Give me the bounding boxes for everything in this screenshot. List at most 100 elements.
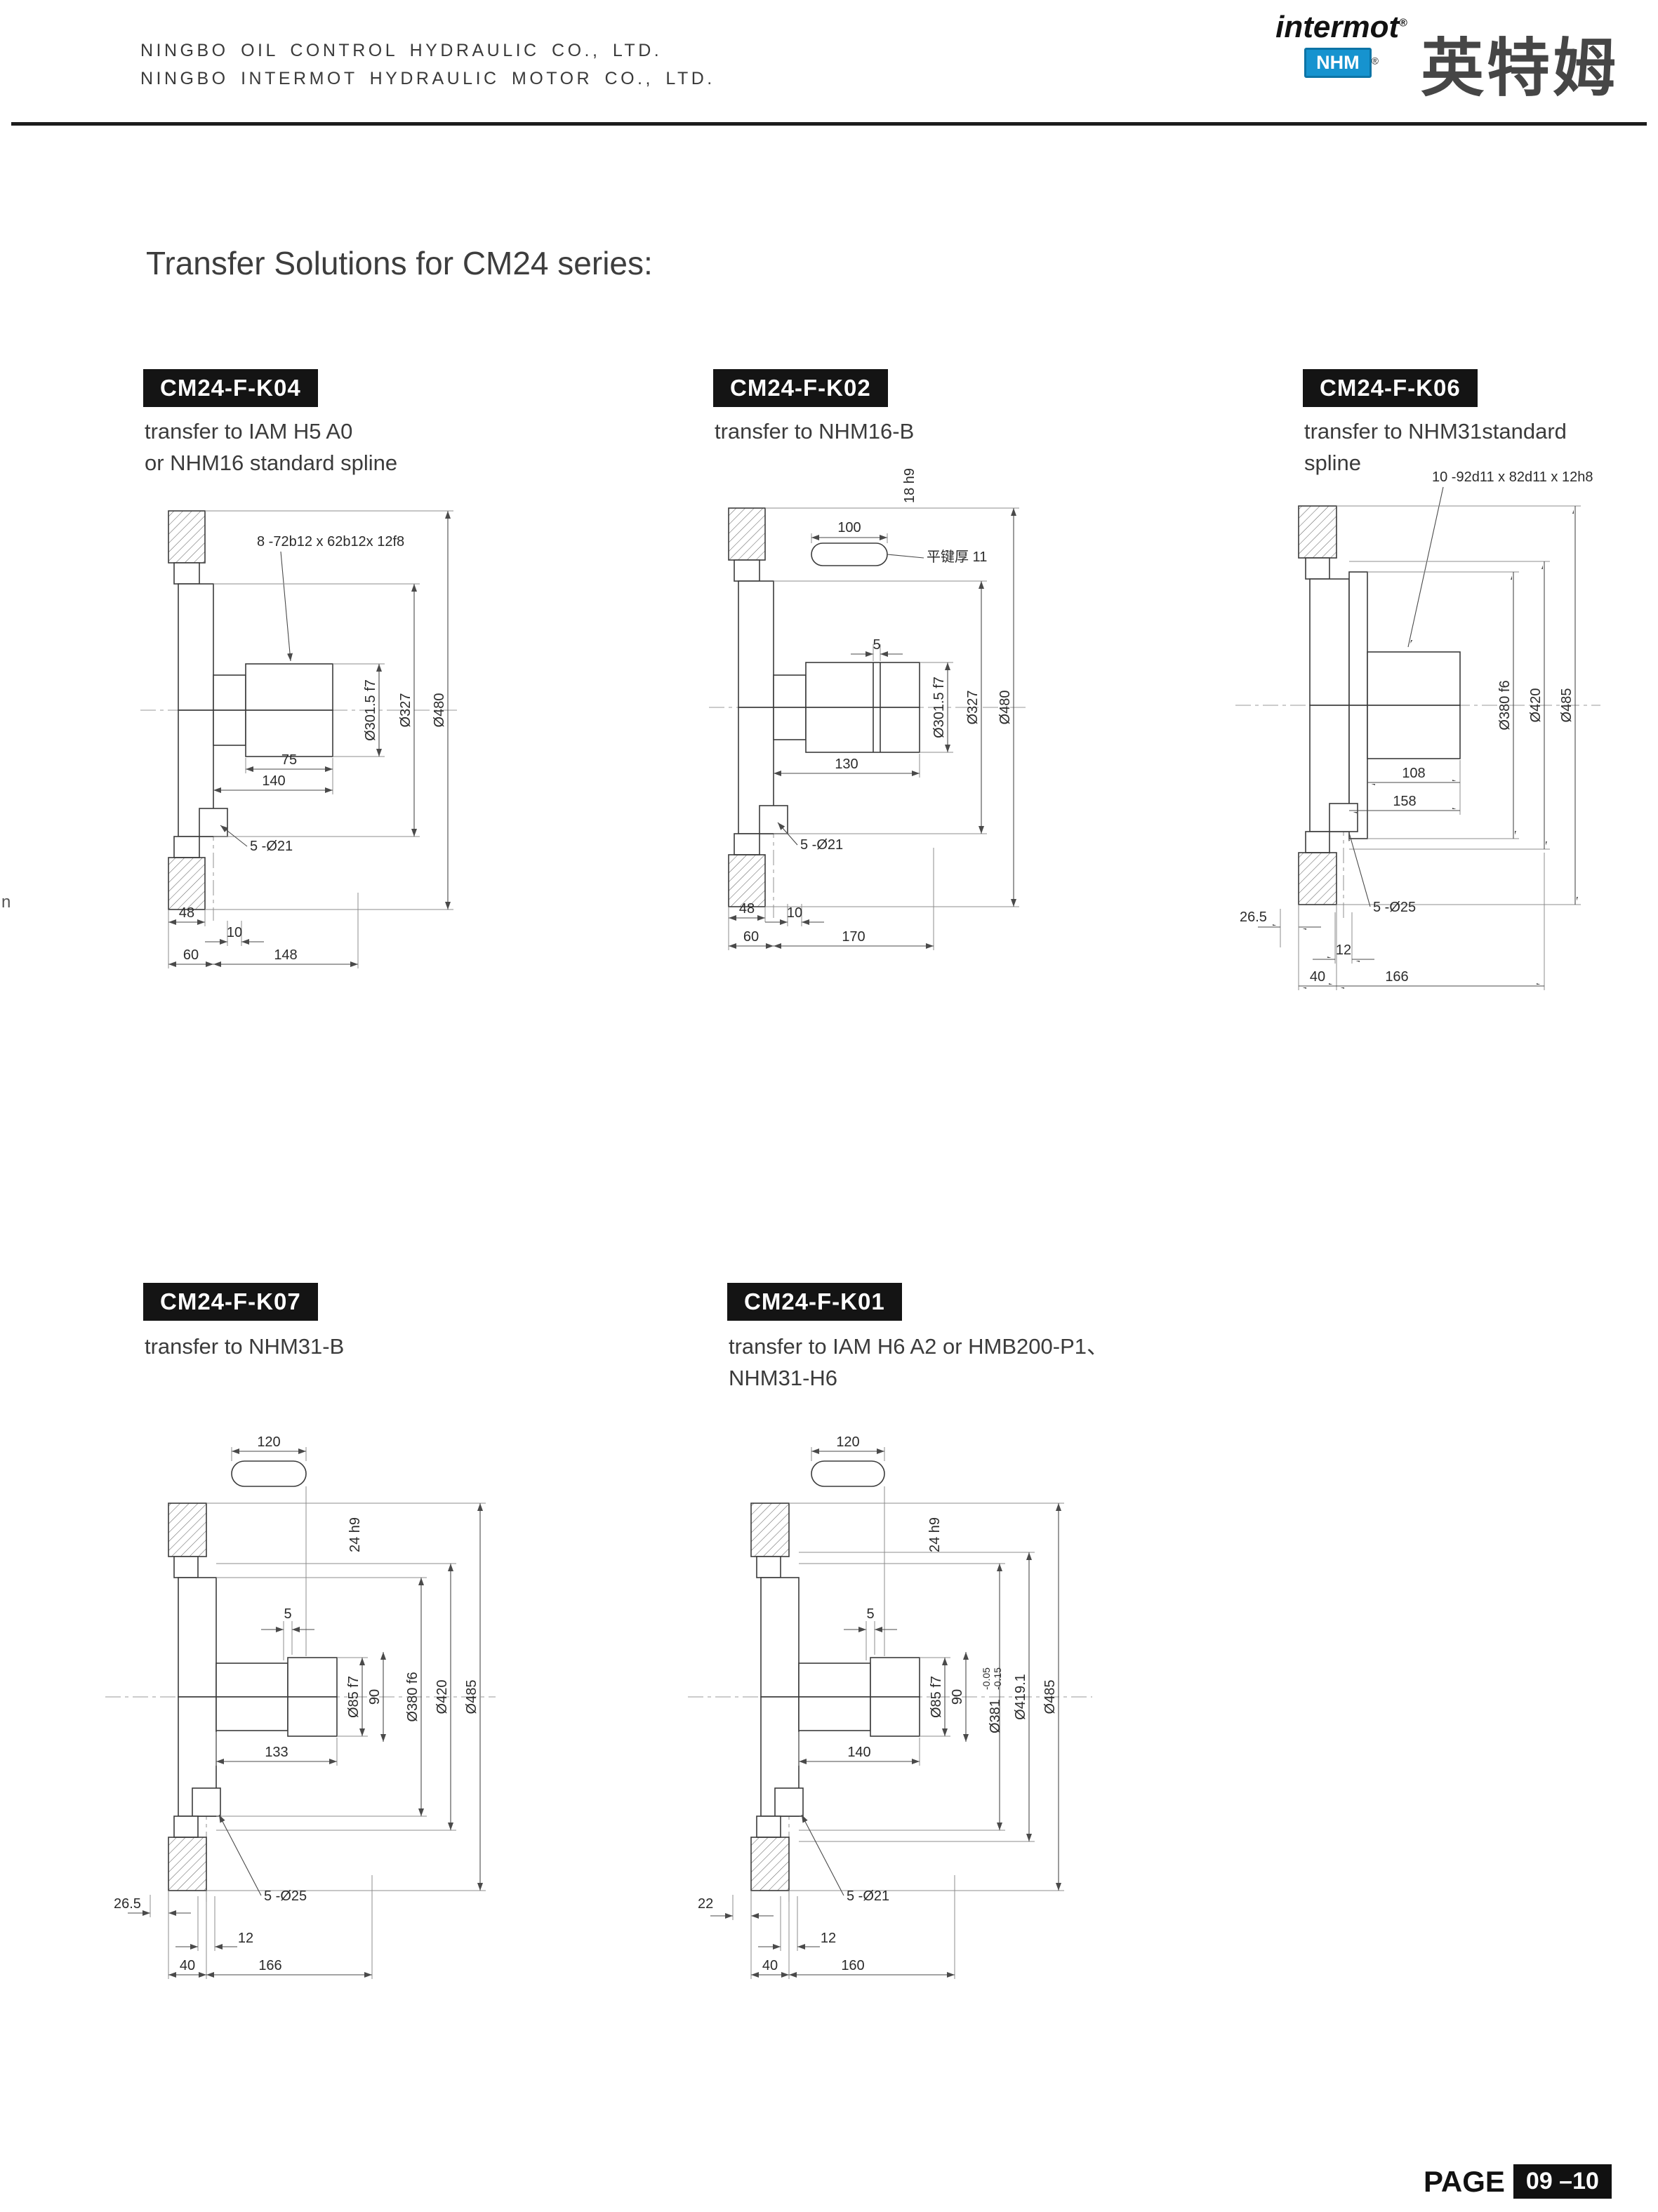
dim-label: 158 — [1393, 794, 1416, 809]
desc-line: spline — [1304, 451, 1361, 475]
dim-label: 10 — [227, 925, 242, 940]
page-title: Transfer Solutions for CM24 series: — [146, 245, 653, 281]
dim-label: Ø420 — [435, 1680, 450, 1714]
dim-label: 148 — [274, 947, 297, 963]
dim-label: 166 — [258, 1958, 281, 1973]
dim-label: 60 — [743, 929, 759, 945]
dim-label: 5 — [873, 637, 880, 653]
dim-label: Ø381 — [988, 1699, 1003, 1733]
drawing-geometry — [105, 1460, 496, 1903]
logo-text: intermot — [1275, 10, 1400, 44]
dimensions: 10 -92d11 x 82d11 x 12h8 Ø380 f6 Ø420 Ø4… — [1240, 469, 1593, 990]
fig-label-k01: CM24-F-K01 — [727, 1283, 902, 1321]
dim-label: 18 h9 — [902, 468, 917, 503]
dim-label: Ø480 — [997, 691, 1013, 725]
drawing-geometry — [688, 1460, 1092, 1903]
desc-line: transfer to NHM16-B — [715, 419, 915, 444]
dim-label: 5 — [866, 1606, 874, 1622]
dim-label: Ø380 f6 — [405, 1672, 420, 1721]
company-line-2: NINGBO INTERMOT HYDRAULIC MOTOR CO., LTD… — [140, 69, 715, 88]
brand-chinese: 英特姆 — [1421, 34, 1619, 104]
bolt-callout: 5 -Ø25 — [1373, 900, 1416, 915]
desc-line: transfer to IAM H6 A2 or HMB200-P1、 — [729, 1334, 1108, 1359]
dim-label: 22 — [698, 1896, 713, 1912]
dim-label: 120 — [257, 1434, 280, 1450]
dim-label: Ø485 — [1042, 1680, 1058, 1714]
dim-label: Ø327 — [965, 691, 981, 725]
dim-label: 160 — [841, 1958, 864, 1973]
drawing-geometry — [140, 510, 460, 921]
page-label: PAGE — [1424, 2164, 1505, 2198]
registered-mark-icon: ® — [1399, 17, 1407, 29]
technical-drawing-k07: 120 24 h9 5 Ø85 f7 90 Ø380 f6 Ø420 Ø485 — [105, 1434, 496, 1979]
dim-label: 100 — [837, 520, 861, 535]
fig-desc-k06: transfer to NHM31standard spline — [1304, 415, 1567, 479]
dim-label: 60 — [183, 947, 199, 963]
fig-desc-k01: transfer to IAM H6 A2 or HMB200-P1、 NHM3… — [729, 1331, 1108, 1394]
technical-drawing-k06: 10 -92d11 x 82d11 x 12h8 Ø380 f6 Ø420 Ø4… — [1235, 469, 1600, 990]
fig-desc-k04: transfer to IAM H5 A0 or NHM16 standard … — [145, 415, 397, 479]
dim-label: Ø419.1 — [1013, 1674, 1028, 1720]
drawing-geometry — [1235, 505, 1600, 919]
dim-label: 12 — [238, 1931, 253, 1946]
dim-label: 40 — [762, 1958, 778, 1973]
margin-artifact: n — [1, 893, 11, 912]
dim-label: 120 — [836, 1434, 859, 1450]
dim-label: Ø301.5 f7 — [363, 679, 378, 741]
logo-badge-row: NHM® — [1268, 48, 1415, 78]
nhm-badge: NHM — [1304, 48, 1372, 78]
dim-label: Ø327 — [398, 693, 413, 728]
technical-drawing-k01: 120 24 h9 5 Ø85 f7 90 Ø381 -0.05 -0.15 — [688, 1434, 1092, 1979]
fig-label-k02: CM24-F-K02 — [713, 369, 888, 407]
dim-label: 90 — [367, 1689, 383, 1705]
spline-callout: 10 -92d11 x 82d11 x 12h8 — [1432, 469, 1593, 485]
dim-tolerance: -0.05 — [981, 1667, 992, 1690]
dim-label: 10 — [787, 905, 802, 921]
dim-label: 12 — [1336, 942, 1351, 958]
company-line-1: NINGBO OIL CONTROL HYDRAULIC CO., LTD. — [140, 41, 663, 60]
footer: PAGE 09 –10 — [1424, 2164, 1612, 2199]
dim-label: 166 — [1385, 969, 1408, 985]
bolt-callout: 5 -Ø21 — [847, 1888, 889, 1904]
spline-callout: 8 -72b12 x 62b12x 12f8 — [257, 534, 404, 549]
dim-label: 26.5 — [114, 1896, 141, 1912]
fig-desc-k02: transfer to NHM16-B — [715, 415, 914, 447]
fig-label-k06: CM24-F-K06 — [1303, 369, 1478, 407]
dim-label: Ø85 f7 — [346, 1676, 362, 1718]
technical-drawing-k02: 100 18 h9 平键厚 11 5 Ø301.5 f7 Ø327 Ø480 1… — [709, 468, 1028, 950]
dimensions: 120 24 h9 5 Ø85 f7 90 Ø381 -0.05 -0.15 — [698, 1434, 1064, 1979]
dim-label: Ø480 — [432, 693, 447, 728]
dim-label: 140 — [847, 1745, 870, 1760]
dimensions: 8 -72b12 x 62b12x 12f8 Ø301.5 f7 Ø327 Ø4… — [168, 510, 453, 968]
fig-label-k04: CM24-F-K04 — [143, 369, 318, 407]
drawing-geometry — [709, 507, 1028, 918]
dim-label: Ø420 — [1528, 688, 1544, 723]
registered-mark-icon: ® — [1371, 55, 1379, 67]
dim-label: Ø85 f7 — [929, 1676, 944, 1718]
dim-label: 170 — [842, 929, 865, 945]
key-note-label: 平键厚 11 — [927, 549, 987, 565]
dim-label: 40 — [1310, 969, 1325, 985]
dim-label: 108 — [1402, 766, 1425, 781]
dim-label: Ø301.5 f7 — [931, 677, 947, 738]
dimensions: 100 18 h9 平键厚 11 5 Ø301.5 f7 Ø327 Ø480 1… — [728, 468, 1019, 950]
desc-line: or NHM16 standard spline — [145, 451, 398, 475]
bolt-callout: 5 -Ø21 — [250, 839, 293, 854]
dim-label-group: Ø381 -0.05 -0.15 — [981, 1667, 1003, 1733]
fig-desc-k07: transfer to NHM31-B — [145, 1331, 344, 1362]
intermot-logo: intermot® NHM® — [1268, 10, 1415, 78]
bolt-callout: 5 -Ø21 — [800, 837, 843, 853]
dim-label: 24 h9 — [927, 1517, 943, 1552]
bolt-callout: 5 -Ø25 — [264, 1888, 307, 1904]
dimensions: 120 24 h9 5 Ø85 f7 90 Ø380 f6 Ø420 Ø485 — [114, 1434, 486, 1979]
fig-label-k07: CM24-F-K07 — [143, 1283, 318, 1321]
dim-label: 130 — [835, 757, 858, 772]
dim-label: 40 — [180, 1958, 195, 1973]
dim-label: Ø380 f6 — [1497, 680, 1513, 730]
dim-label: Ø485 — [1559, 688, 1574, 723]
desc-line: transfer to IAM H5 A0 — [145, 419, 353, 444]
header-rule — [11, 122, 1647, 126]
dim-label: 133 — [265, 1745, 288, 1760]
technical-drawing-k04: 8 -72b12 x 62b12x 12f8 Ø301.5 f7 Ø327 Ø4… — [140, 510, 460, 968]
